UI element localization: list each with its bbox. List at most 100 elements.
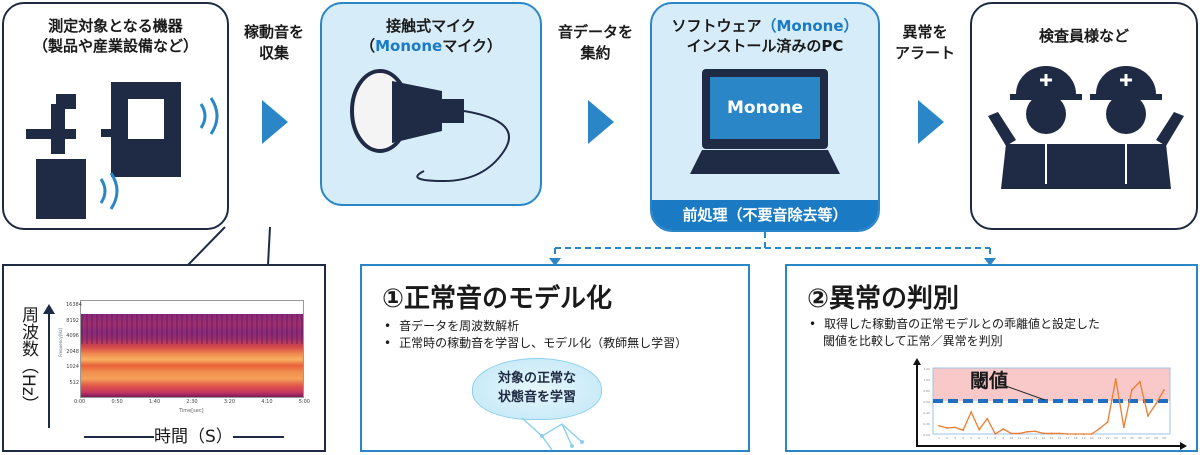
data-point (1058, 432, 1061, 435)
x-tick-label: 20 (1090, 436, 1094, 440)
judge-title: ②異常の判別 (807, 284, 960, 314)
x-tick-label: 10 (1009, 436, 1013, 440)
mic-title-1: 接触式マイク (386, 17, 476, 35)
pc-title-1: ソフトウェア（Monone） (671, 17, 859, 35)
machine-box: 測定対象となる機器 （製品や産業設備など） (2, 2, 229, 230)
arrow-right-icon (588, 100, 614, 144)
x-tick-label: 6 (978, 436, 980, 440)
x-tick-label: 22 (1106, 436, 1110, 440)
model-title: ①正常音のモデル化 (382, 284, 613, 314)
pc-box: ソフトウェア（Monone） インストール済みのPC Monone 前処理（不要… (650, 2, 880, 232)
data-point (1090, 433, 1093, 435)
x-tick-label: 19 (1082, 436, 1086, 440)
data-point (978, 428, 981, 431)
x-tick-label: 9 (1002, 436, 1004, 440)
x-tick-label: 1 (938, 436, 940, 440)
laptop-screen-text: Monone (710, 77, 820, 139)
collect-label: 稼動音を収集 (243, 23, 304, 62)
spectrogram-y-title: Frequency[Hz] (58, 328, 63, 357)
x-tick-label: 25 (1130, 436, 1134, 440)
x-tick-label: 4 (962, 436, 964, 440)
machine-title-2: （製品や産業設備など） (32, 37, 198, 55)
data-point (994, 433, 997, 435)
arrow-right-icon (262, 100, 288, 144)
data-point (1147, 414, 1149, 417)
x-tick-label: 3 (954, 436, 956, 440)
spectrogram-x-title: Time[sec] (179, 408, 204, 414)
y-tick-label: 1.00 (923, 378, 930, 382)
data-point (938, 424, 940, 427)
inspectors-icon (988, 66, 1184, 189)
y-tick-label: 0.20 (923, 422, 930, 426)
data-point (1002, 428, 1005, 430)
contact-mic-icon (350, 69, 510, 183)
y-tick-label: 0.40 (923, 411, 930, 415)
y-tick-label: 1.20 (923, 367, 930, 371)
data-point (1042, 432, 1045, 435)
x-tick-label: 8 (994, 436, 996, 440)
data-point (1066, 433, 1069, 435)
aggregate-label: 音データを集約 (557, 23, 633, 62)
data-point (954, 426, 956, 429)
callout-pointer (187, 226, 271, 266)
x-tick-label: 14 (1042, 436, 1046, 440)
data-point (962, 429, 965, 432)
data-point (1018, 432, 1021, 435)
judge-panel: ②異常の判別 取得した稼動音の正常モデルとの乖離値と設定した閾値を比較して正常／… (785, 264, 1198, 452)
data-point (970, 411, 973, 413)
x-tick-label: 29 (1162, 436, 1166, 440)
x-tick-label: 12 (1025, 436, 1029, 440)
model-panel: ①正常音のモデル化 音データを周波数解析正常時の稼動音を学習し、モデル化（教師無… (360, 264, 750, 452)
x-tick-label: 28 (1154, 436, 1158, 440)
data-point (1050, 432, 1053, 435)
data-point (1138, 380, 1141, 383)
x-tick-label: 2 (946, 436, 948, 440)
x-tick-label: 18 (1074, 436, 1078, 440)
y-tick-label: 0.80 (923, 389, 930, 393)
threshold-pointer (1002, 384, 1046, 401)
mic-box: 接触式マイク （Mononeマイク） (320, 2, 542, 206)
preprocess-bar: 前処理（不要音除去等） (652, 200, 878, 230)
data-point (1034, 430, 1037, 433)
data-point (946, 427, 948, 429)
chart-axes (916, 360, 1184, 447)
machine-title-1: 測定対象となる機器 (48, 17, 183, 35)
mic-title-2: （Mononeマイク） (360, 37, 502, 55)
data-point (1098, 427, 1101, 430)
data-point (1122, 426, 1125, 429)
x-tick-label: 16 (1058, 436, 1062, 440)
time-axis-label: 時間（S） (154, 422, 233, 447)
laptop-icon: Monone (702, 69, 828, 149)
x-tick-label: 11 (1017, 436, 1021, 440)
x-tick-label: 7 (986, 436, 988, 440)
data-point (1074, 433, 1077, 435)
data-point (1130, 389, 1133, 391)
laptop-keyboard-icon (690, 150, 840, 174)
machine-icon (26, 82, 219, 219)
arrow-up-icon (43, 304, 55, 314)
inspector-title: 検査員様など (1038, 27, 1129, 45)
x-tick-label: 15 (1050, 436, 1054, 440)
data-point (1010, 432, 1013, 435)
x-tick-label: 23 (1114, 436, 1118, 440)
spectrogram-plot (80, 300, 304, 398)
anomaly-zone (933, 368, 1170, 401)
x-tick-label: 21 (1098, 436, 1102, 440)
x-tick-label: 24 (1122, 436, 1126, 440)
data-point (986, 417, 989, 420)
x-tick-label: 13 (1034, 436, 1038, 440)
alert-label: 異常をアラート (894, 23, 955, 62)
inspector-box: 検査員様など (970, 2, 1198, 230)
brain-network-icon (521, 417, 584, 451)
x-tick-label: 27 (1146, 436, 1150, 440)
data-point (1114, 378, 1117, 380)
x-tick-label: 26 (1138, 436, 1142, 440)
model-bullets: 音データを周波数解析正常時の稼動音を学習し、モデル化（教師無し学習） (384, 318, 687, 352)
frequency-axis-label: 周波数（Hz） (18, 306, 38, 413)
threshold-label: 閾値 (970, 370, 1009, 392)
